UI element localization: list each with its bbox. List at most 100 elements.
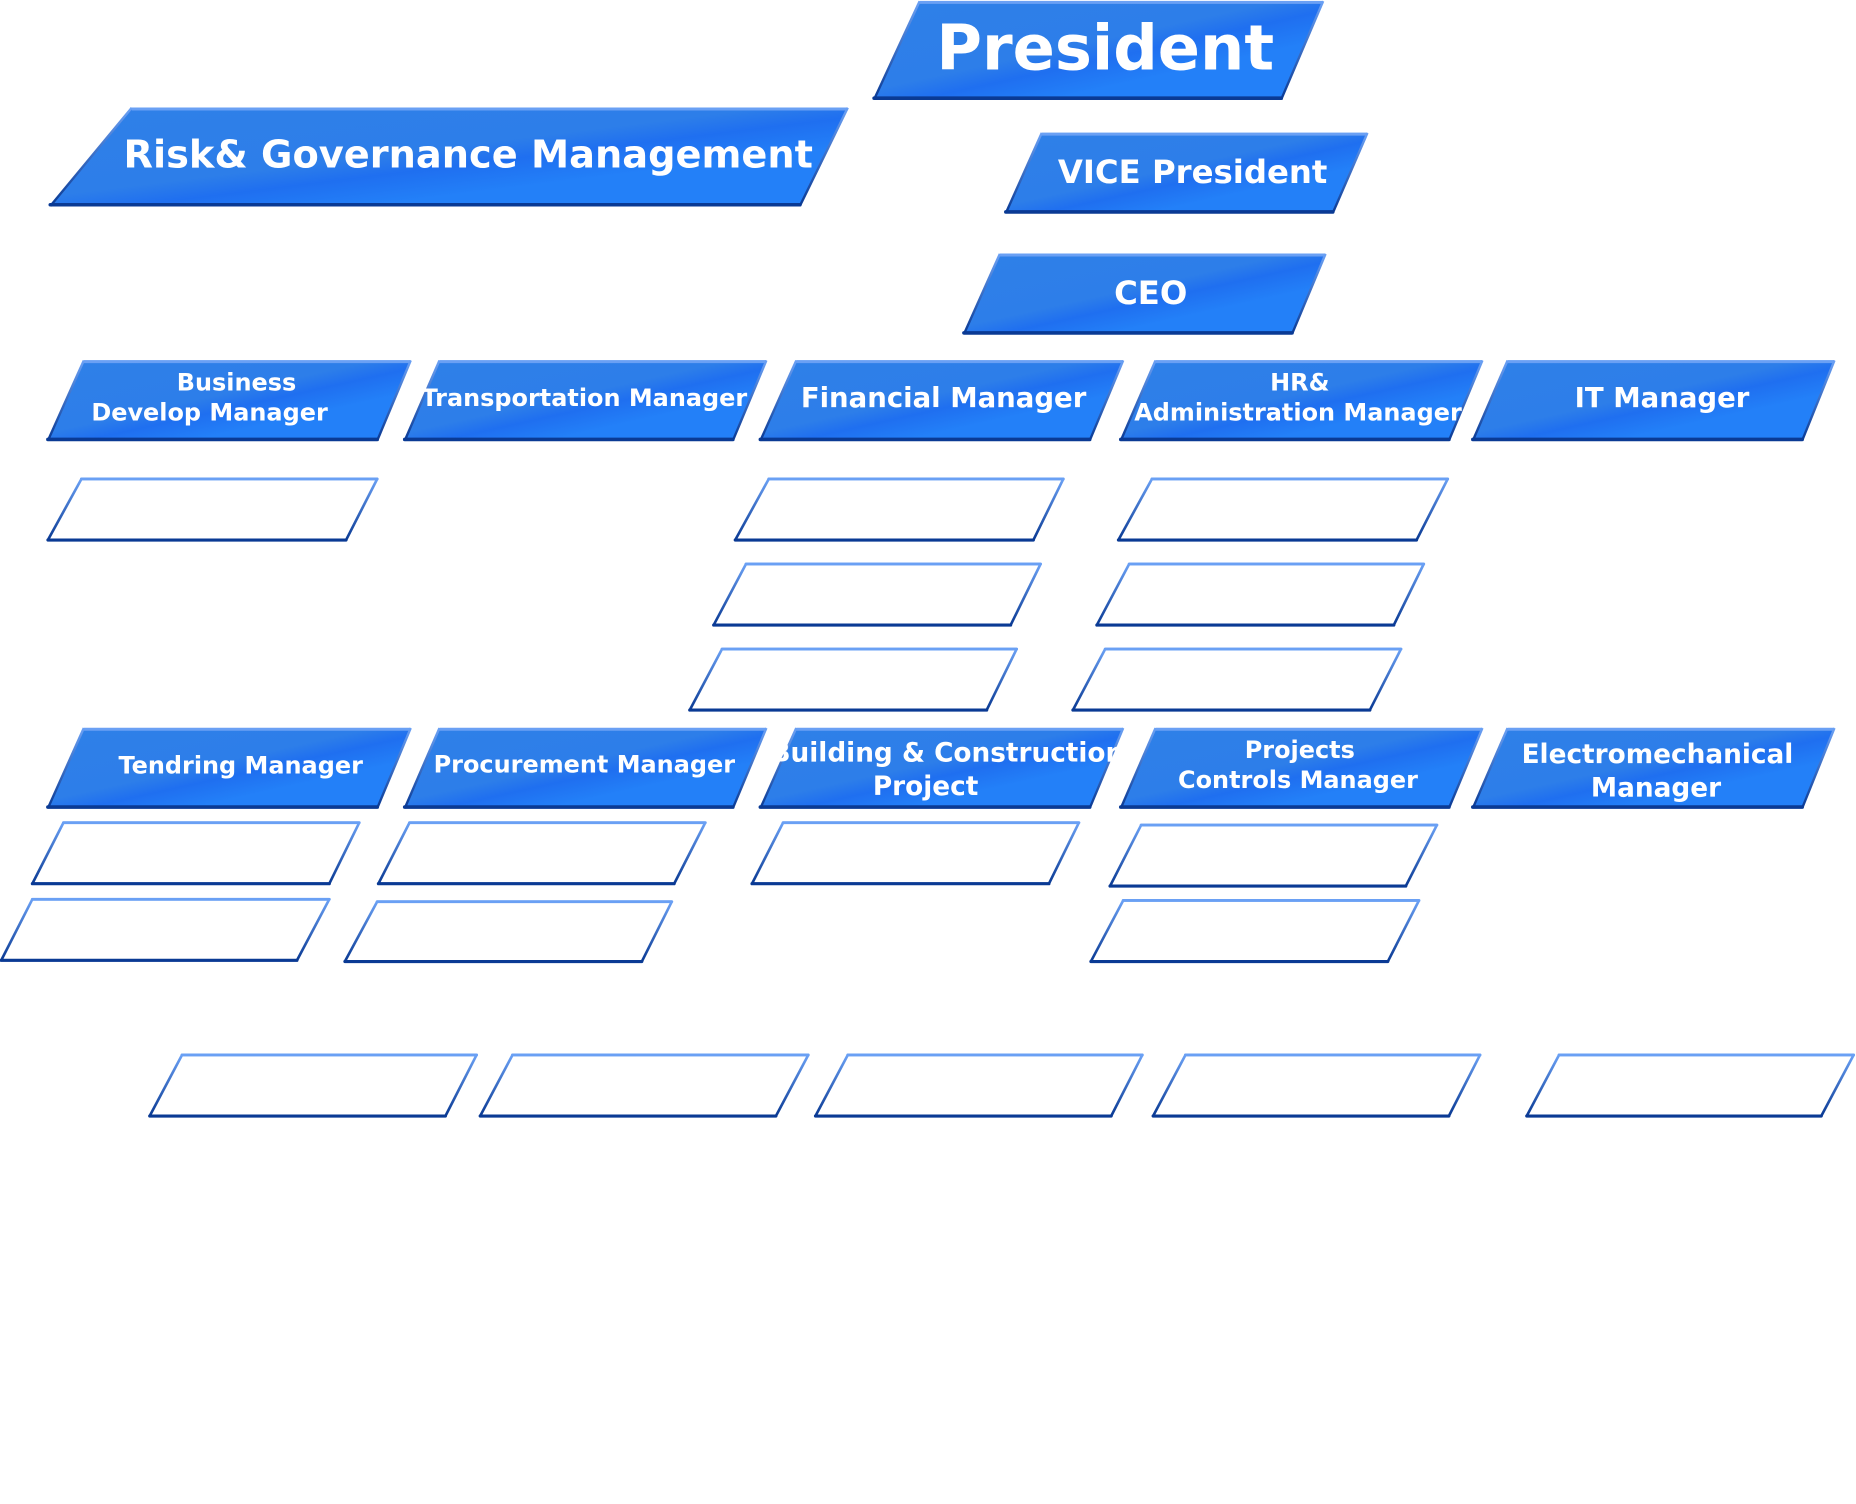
node-electromechanical-manager[interactable]: Electromechanical Manager: [1471, 727, 1836, 809]
node-left-edge: [1119, 727, 1157, 809]
tendring-subordinates: [0, 821, 361, 962]
node-label: Building & Construction Project: [770, 739, 1133, 803]
empty-position-box[interactable]: [478, 1053, 810, 1118]
node-shape: [1120, 360, 1483, 441]
node-left-edge: [403, 727, 441, 809]
empty-position-box[interactable]: [1089, 899, 1421, 963]
empty-position-box[interactable]: [377, 821, 707, 886]
node-label-line: Administration Manager: [1134, 398, 1462, 426]
node-hr-administration-manager[interactable]: HR& Administration Manager: [1118, 359, 1484, 442]
node-label-line: Business: [177, 368, 297, 396]
node-label: Financial Manager: [801, 382, 1087, 414]
node-right-edge: [731, 359, 768, 442]
node-label: Tendring Manager: [118, 752, 363, 780]
node-left-edge: [46, 727, 85, 809]
node-shape: [50, 107, 848, 206]
node-label: IT Manager: [1575, 382, 1750, 414]
empty-position-box[interactable]: [1525, 1053, 1855, 1118]
node-label: Projects Controls Manager: [1178, 736, 1418, 794]
node-risk-governance[interactable]: Risk& Governance Management: [48, 107, 849, 207]
node-label: Risk& Governance Management: [123, 133, 812, 178]
node-left-edge: [1471, 359, 1509, 442]
empty-position-box[interactable]: [688, 647, 1018, 712]
node-label-line: Projects: [1245, 736, 1355, 764]
node-label: Business Develop Manager: [91, 368, 328, 426]
bottom-row-boxes: [148, 1053, 1856, 1118]
node-vice-president[interactable]: VICE President: [1004, 132, 1369, 214]
node-label-line: Controls Manager: [1178, 766, 1418, 794]
node-building-construction-project[interactable]: Building & Construction Project: [758, 727, 1133, 809]
node-right-edge: [1088, 727, 1125, 809]
node-right-edge: [1447, 359, 1484, 442]
node-label-line: Electromechanical: [1522, 740, 1794, 770]
node-right-edge: [1801, 727, 1836, 809]
node-right-edge: [1088, 359, 1125, 442]
node-shape: [1005, 132, 1368, 214]
node-label: Procurement Manager: [434, 750, 736, 778]
node-it-manager[interactable]: IT Manager: [1471, 359, 1836, 442]
financial-subordinates: [688, 477, 1065, 712]
node-right-edge: [798, 107, 849, 207]
empty-position-box[interactable]: [1117, 477, 1449, 542]
node-left-edge: [759, 727, 798, 809]
building-construction-subordinates: [750, 821, 1081, 886]
node-transportation-manager[interactable]: Transportation Manager: [402, 359, 768, 442]
node-label-line: Manager: [1591, 773, 1721, 803]
projects-controls-subordinates: [1089, 823, 1439, 964]
empty-position-box[interactable]: [1108, 823, 1439, 888]
node-president[interactable]: President: [872, 0, 1325, 100]
node-label: VICE President: [1058, 153, 1328, 191]
node-shape: [760, 360, 1124, 441]
node-shape: [874, 1, 1324, 100]
empty-position-box[interactable]: [1151, 1053, 1482, 1118]
node-business-develop-manager[interactable]: Business Develop Manager: [46, 359, 412, 442]
hr-administration-subordinates: [1071, 477, 1450, 712]
node-right-edge: [1801, 359, 1836, 442]
node-right-edge: [376, 727, 412, 809]
node-shape: [963, 253, 1326, 335]
node-left-edge: [46, 359, 85, 442]
node-ceo[interactable]: CEO: [962, 253, 1327, 335]
empty-position-box[interactable]: [31, 821, 361, 886]
node-procurement-manager[interactable]: Procurement Manager: [402, 727, 768, 809]
node-left-edge: [873, 0, 921, 100]
node-left-edge: [1119, 359, 1157, 442]
empty-position-box[interactable]: [712, 562, 1042, 627]
node-right-edge: [1290, 253, 1327, 335]
node-label-line: Building & Construction: [770, 739, 1124, 769]
business-develop-subordinates: [46, 477, 379, 542]
empty-position-box[interactable]: [750, 821, 1081, 886]
node-shape: [1472, 728, 1835, 809]
empty-position-box[interactable]: [1071, 647, 1403, 712]
empty-position-box[interactable]: [46, 477, 379, 542]
empty-position-box[interactable]: [1095, 562, 1426, 627]
node-left-edge: [49, 107, 133, 207]
node-left-edge: [962, 253, 1001, 335]
node-shape: [1472, 360, 1835, 441]
node-projects-controls-manager[interactable]: Projects Controls Manager: [1118, 727, 1484, 809]
node-label: Transportation Manager: [421, 384, 747, 412]
node-label: President: [936, 11, 1274, 84]
node-shape: [47, 728, 411, 809]
node-label: Electromechanical Manager: [1522, 740, 1803, 804]
empty-position-box[interactable]: [814, 1053, 1144, 1118]
node-shape: [47, 360, 411, 441]
procurement-subordinates: [343, 821, 707, 964]
empty-position-box[interactable]: [0, 897, 331, 962]
node-left-edge: [759, 359, 798, 442]
node-shape: [404, 360, 767, 441]
node-left-edge: [403, 359, 441, 442]
node-label-line: Project: [873, 772, 978, 802]
node-tendring-manager[interactable]: Tendring Manager: [46, 727, 412, 809]
node-label: CEO: [1114, 274, 1187, 312]
empty-position-box[interactable]: [733, 477, 1065, 542]
empty-position-box[interactable]: [343, 900, 674, 963]
empty-position-box[interactable]: [148, 1053, 478, 1118]
node-shape: [760, 728, 1124, 809]
node-label: HR& Administration Manager: [1134, 368, 1462, 426]
node-label-line: HR&: [1270, 368, 1329, 396]
node-shape: [404, 728, 767, 809]
node-label-line: Develop Manager: [91, 398, 328, 426]
node-financial-manager[interactable]: Financial Manager: [758, 359, 1125, 442]
